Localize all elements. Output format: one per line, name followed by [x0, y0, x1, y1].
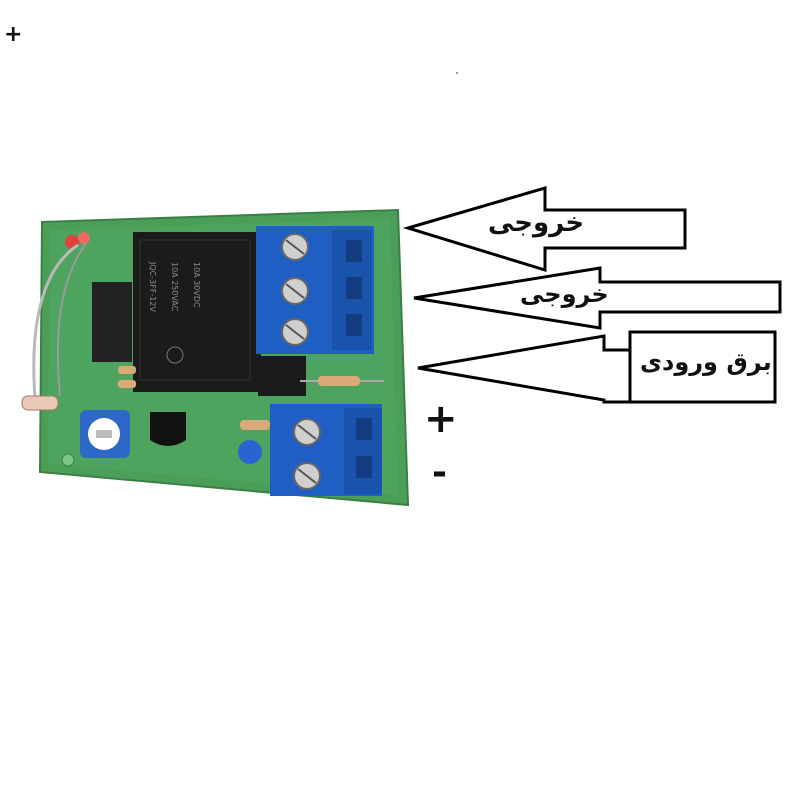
label-output-2: خروجی	[520, 280, 609, 308]
label-input-power: برق ورودی	[640, 348, 772, 376]
terminal-block-power	[270, 404, 382, 496]
mounting-hole	[61, 453, 75, 467]
relay-body	[133, 232, 261, 392]
arrow-input-power	[417, 334, 632, 404]
label-output-1: خروجی	[488, 208, 585, 238]
resistors	[118, 366, 384, 430]
input-power-box	[628, 330, 777, 404]
arrow-output-1	[402, 185, 687, 273]
transistor	[150, 412, 186, 446]
sensor-lead-wire	[32, 243, 79, 399]
corner-plus-mark: +	[4, 22, 23, 47]
svg-text:10A 250VAC: 10A 250VAC	[170, 262, 179, 312]
blue-capacitor	[238, 440, 262, 464]
terminal-block-output	[256, 226, 374, 354]
arrow-output-2	[413, 266, 782, 330]
ldr-sensor	[21, 395, 59, 411]
terminal-minus-sign: -	[432, 452, 447, 493]
terminal-plus-sign: +	[424, 396, 458, 442]
svg-text:10A 30VDC: 10A 30VDC	[192, 262, 201, 308]
svg-text:JQC-3FF-12V: JQC-3FF-12V	[148, 261, 157, 312]
stray-dot	[456, 72, 458, 74]
